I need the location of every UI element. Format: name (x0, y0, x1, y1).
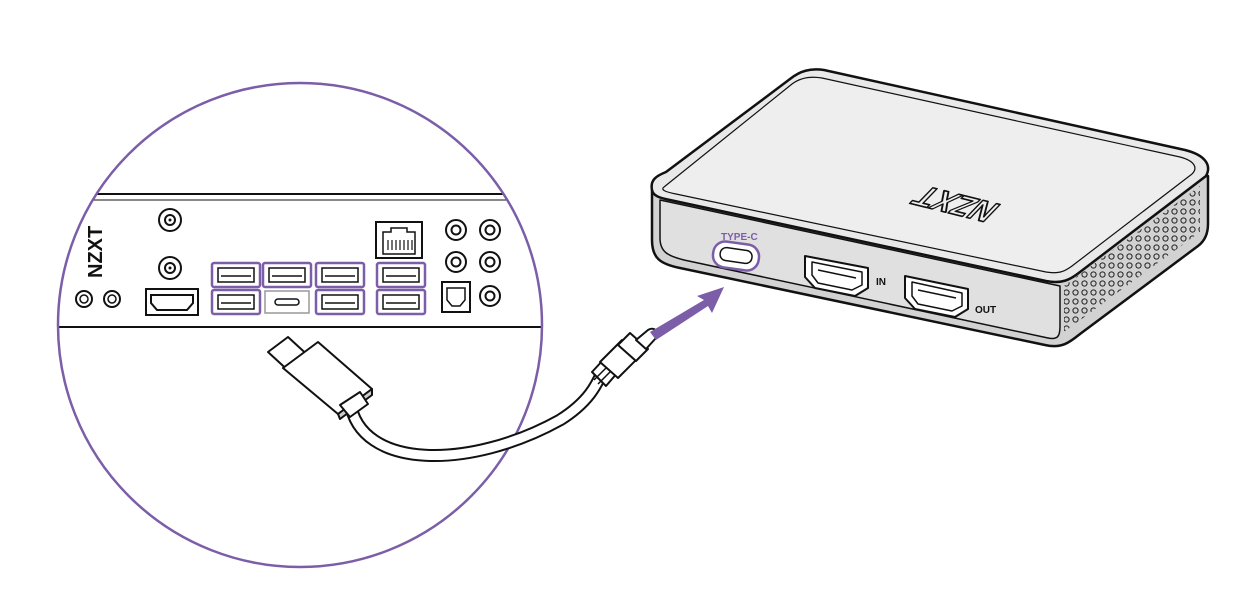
usb-a-plug-icon (267, 336, 373, 420)
usb-cable-icon (267, 327, 659, 462)
device-hdmi-out-port: OUT (904, 275, 996, 318)
inset-brand-label: NZXT (85, 226, 107, 278)
jack-icon (75, 290, 93, 308)
hdmi-out-label: OUT (975, 305, 996, 316)
usb-c-port-icon (264, 290, 310, 314)
jack-icon (103, 290, 121, 308)
ethernet-port-icon (375, 221, 423, 259)
inset-circle-outline (56, 81, 544, 569)
hdmi-in-label: IN (876, 277, 886, 288)
arrow-icon (650, 287, 724, 340)
type-c-label: TYPE-C (721, 232, 758, 243)
usb-a-port-group (210, 261, 427, 316)
antenna-connector-icon (158, 256, 182, 280)
audio-jacks-icon (445, 219, 501, 307)
capture-device: NZXT TYPE-C IN OUT (650, 68, 1210, 348)
device-type-c-port: TYPE-C (711, 232, 761, 272)
antenna-connector-icon (158, 208, 182, 232)
usb-a-port-icons (217, 267, 420, 310)
device-hdmi-in-port: IN (804, 255, 886, 297)
optical-port-icon (441, 281, 471, 313)
inset-circle: NZXT (56, 81, 544, 569)
hdmi-port-icon (145, 288, 199, 316)
usb-c-plug-icon (591, 327, 659, 387)
